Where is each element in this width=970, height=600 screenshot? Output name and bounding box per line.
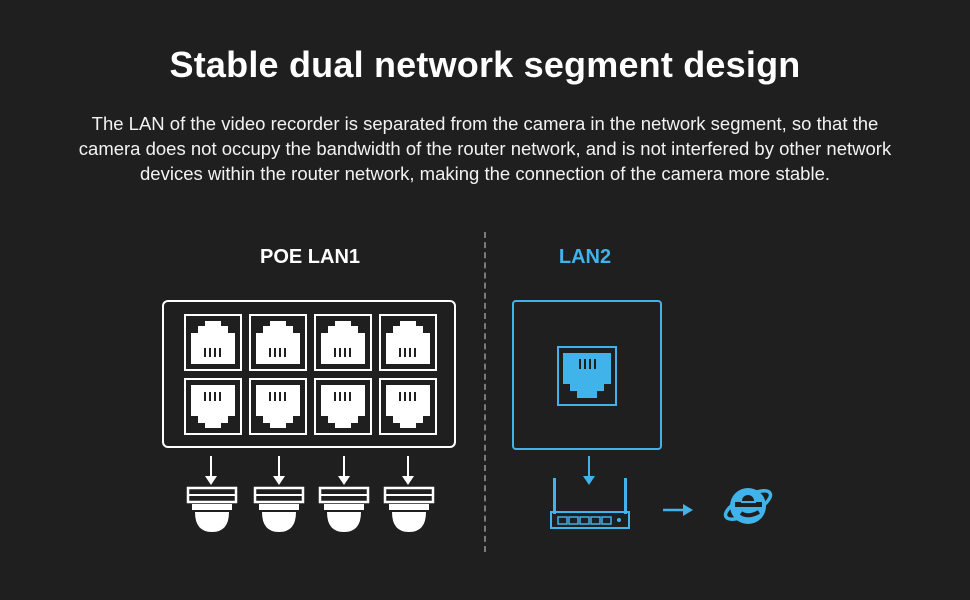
right-arrow-icon	[663, 504, 693, 516]
lan2-label: LAN2	[558, 246, 612, 268]
rj45-port-icon	[314, 378, 372, 435]
description-line: camera does not occupy the bandwidth of …	[78, 138, 892, 159]
poe-port-panel	[162, 300, 456, 448]
lan2-port-panel	[512, 300, 662, 450]
rj45-port-icon	[184, 314, 242, 371]
down-arrow-icon	[402, 456, 414, 485]
down-arrow-icon	[338, 456, 350, 485]
rj45-port-icon	[249, 378, 307, 435]
rj45-port-icon	[314, 314, 372, 371]
down-arrow-icon	[205, 456, 217, 485]
section-divider	[484, 232, 486, 552]
dome-camera-icon	[186, 486, 238, 532]
dome-camera-icon	[318, 486, 370, 532]
rj45-port-icon	[379, 314, 437, 371]
description-line: The LAN of the video recorder is separat…	[91, 113, 879, 134]
description-line: devices within the router network, makin…	[140, 163, 830, 184]
dome-camera-icon	[253, 486, 305, 532]
rj45-port-icon	[249, 314, 307, 371]
internet-explorer-icon	[723, 488, 773, 524]
down-arrow-icon	[583, 456, 595, 485]
page-title: Stable dual network segment design	[169, 44, 801, 85]
poe-lan1-label: POE LAN1	[259, 246, 361, 268]
rj45-port-icon	[184, 378, 242, 435]
rj45-port-icon	[557, 346, 617, 406]
description: The LAN of the video recorder is separat…	[40, 111, 930, 186]
rj45-port-icon	[379, 378, 437, 435]
down-arrow-icon	[273, 456, 285, 485]
router-icon	[550, 478, 630, 529]
dome-camera-icon	[383, 486, 435, 532]
